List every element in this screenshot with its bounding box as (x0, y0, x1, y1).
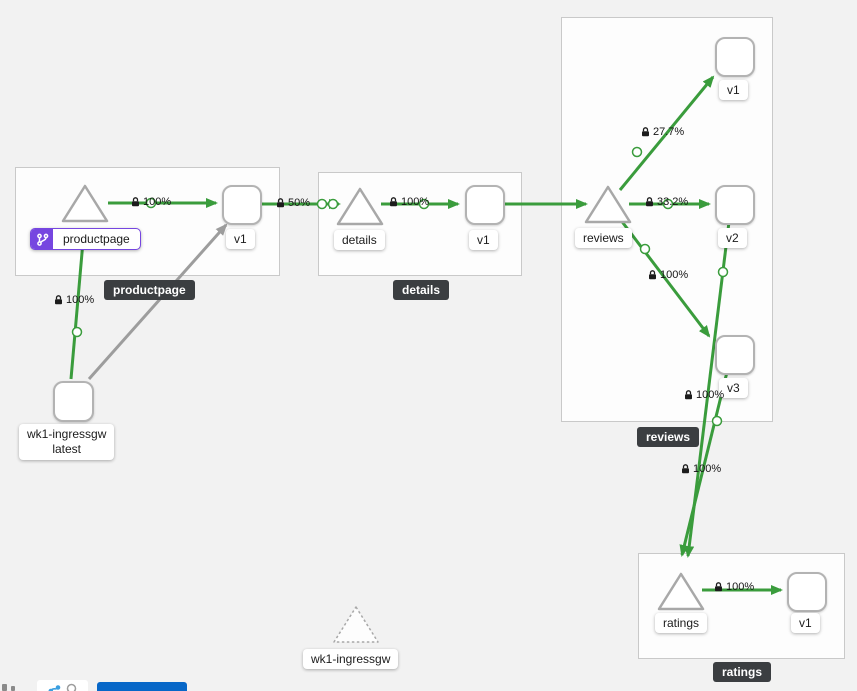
edge-label-reviews-to-v1: 27.7% (641, 126, 684, 138)
node-label-text: productpage (63, 232, 130, 246)
service-node-details[interactable] (333, 184, 387, 229)
lock-icon (55, 295, 62, 305)
edge-label-reviews-to-v2: 33.2% (645, 196, 688, 208)
edge-label-productpage-to-v1: 100% (131, 196, 171, 208)
graph-mini-panel[interactable] (37, 680, 88, 691)
node-label-productpage[interactable]: productpage (30, 228, 141, 250)
workload-node-ingressgw[interactable] (53, 381, 94, 422)
workload-node-ratings-v1[interactable] (787, 572, 827, 612)
service-node-reviews[interactable] (581, 182, 635, 227)
edge-reviews-to-v2[interactable] (629, 198, 711, 210)
node-label-ratings[interactable]: ratings (655, 613, 708, 633)
edge-label-ingress-to-productpage: 100% (54, 294, 94, 306)
edge-label-ratings-to-v1: 100% (714, 581, 754, 593)
virtual-service-icon (31, 229, 53, 249)
edge-label-reviews-to-v3: 100% (648, 269, 688, 281)
service-node-ratings[interactable] (654, 569, 708, 614)
lock-icon (132, 197, 139, 207)
workload-node-productpage-v1[interactable] (222, 185, 262, 225)
branch-icon (48, 685, 61, 691)
service-node-productpage[interactable] (58, 181, 112, 226)
node-label-ingressgw-line2: latest (52, 442, 82, 456)
node-label-ingressgw-line1: wk1-ingressgw (27, 427, 107, 441)
edge-label-reviews-v3-to-ratings: 100% (681, 463, 721, 475)
node-label-reviews[interactable]: reviews (575, 228, 632, 248)
workload-node-reviews-v2[interactable] (715, 185, 755, 225)
group-tooltip-reviews: reviews (637, 427, 700, 447)
node-label-ratings-v1[interactable]: v1 (791, 613, 820, 633)
lock-icon (646, 197, 653, 207)
group-tooltip-productpage: productpage (104, 280, 195, 300)
node-label-reviews-v2[interactable]: v2 (718, 228, 747, 248)
node-label-details-v1[interactable]: v1 (469, 230, 498, 250)
zoom-control-partial-icon[interactable] (2, 684, 7, 691)
workload-node-reviews-v3[interactable] (715, 335, 755, 375)
lock-icon (685, 390, 692, 400)
legend-button[interactable]: Legend (97, 682, 187, 691)
edge-productpage-v1-to-details[interactable] (259, 198, 341, 210)
lock-icon (390, 197, 397, 207)
node-label-productpage-v1[interactable]: v1 (226, 229, 255, 249)
node-label-reviews-v3[interactable]: v3 (719, 378, 748, 398)
lock-icon (682, 464, 689, 474)
edge-ingress-to-productpage-v1[interactable] (87, 223, 228, 380)
edge-reviews-to-v1[interactable] (618, 75, 715, 191)
edge-reviews-v3-to-ratings[interactable] (679, 371, 729, 557)
workload-node-details-v1[interactable] (465, 185, 505, 225)
lock-icon (277, 198, 284, 208)
lock-icon (649, 270, 656, 280)
lock-icon (715, 582, 722, 592)
edge-label-details-to-v1: 100% (389, 196, 429, 208)
node-label-idle-ingressgw[interactable]: wk1-ingressgw (303, 649, 399, 669)
edge-ingress-to-productpage[interactable] (69, 228, 89, 380)
group-tooltip-ratings: ratings (713, 662, 772, 682)
node-label-reviews-v1[interactable]: v1 (719, 80, 748, 100)
service-node-idle-ingressgw[interactable] (329, 602, 383, 647)
circle-icon (66, 683, 77, 691)
edge-label-reviews-v2-to-ratings: 100% (684, 389, 724, 401)
edge-reviews-to-v3[interactable] (618, 218, 711, 338)
lock-icon (642, 127, 649, 137)
edge-productpage-to-v1[interactable] (108, 197, 218, 209)
zoom-control-partial-icon[interactable] (11, 686, 15, 691)
edge-label-productpage-v1-to-details: 50% (276, 197, 310, 209)
node-label-ingressgw[interactable]: wk1-ingressgw latest (19, 424, 115, 460)
group-tooltip-details: details (393, 280, 450, 300)
workload-node-reviews-v1[interactable] (715, 37, 755, 77)
node-label-details[interactable]: details (334, 230, 385, 250)
